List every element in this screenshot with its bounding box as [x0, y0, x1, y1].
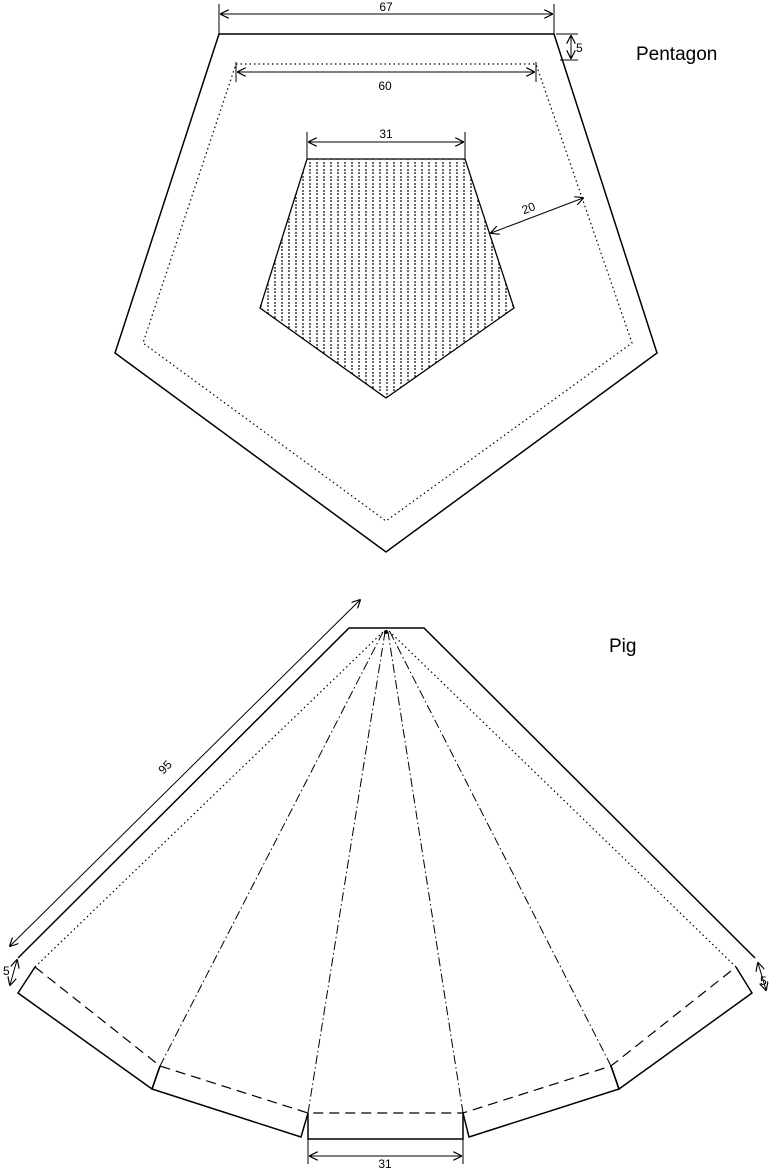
- pig-tab-4: [462, 1065, 620, 1138]
- pig-inner-edge-right: [387, 629, 737, 968]
- pig-template: 95 5 5 31 Pig: [3, 600, 767, 1168]
- dim-31-label: 31: [379, 127, 393, 141]
- dim-20-line: [491, 198, 583, 233]
- dim-67-label: 67: [379, 0, 393, 14]
- pig-inner-edge-left: [34, 629, 386, 968]
- pig-fold-line-3: [387, 631, 464, 1114]
- pig-fold-line-1: [159, 631, 384, 1067]
- pig-tab-5: [610, 966, 754, 1091]
- pig-outer-outline: [17, 627, 756, 959]
- pig-fold-line-2: [307, 631, 386, 1114]
- pentagon-template: 67 60 31 20 5 Pentagon: [114, 0, 717, 553]
- pig-tab-3: [307, 1113, 464, 1140]
- dim-right-5-line: [758, 963, 766, 990]
- dim-bottom-31-label: 31: [378, 1157, 392, 1168]
- pentagon-hole: [259, 158, 515, 399]
- pig-tab-2: [151, 1065, 309, 1138]
- pig-tab-fold-line: [34, 966, 737, 1114]
- dim-left-5-line: [10, 960, 17, 985]
- dim-right-5-label: 5: [760, 974, 767, 988]
- pentagon-outer-outline: [114, 33, 658, 553]
- pig-apex-point: [384, 630, 388, 634]
- pig-title: Pig: [609, 636, 636, 657]
- dim-95-line: [10, 600, 360, 946]
- dim-95-label: 95: [155, 757, 175, 777]
- dim-60-label: 60: [378, 79, 392, 93]
- pentagon-title: Pentagon: [636, 44, 717, 65]
- dim-5-label: 5: [576, 41, 583, 55]
- dim-left-5-label: 5: [3, 964, 10, 978]
- pig-tab-1: [16, 966, 161, 1091]
- dim-20-label: 20: [520, 199, 538, 217]
- pig-fold-line-4: [389, 631, 612, 1067]
